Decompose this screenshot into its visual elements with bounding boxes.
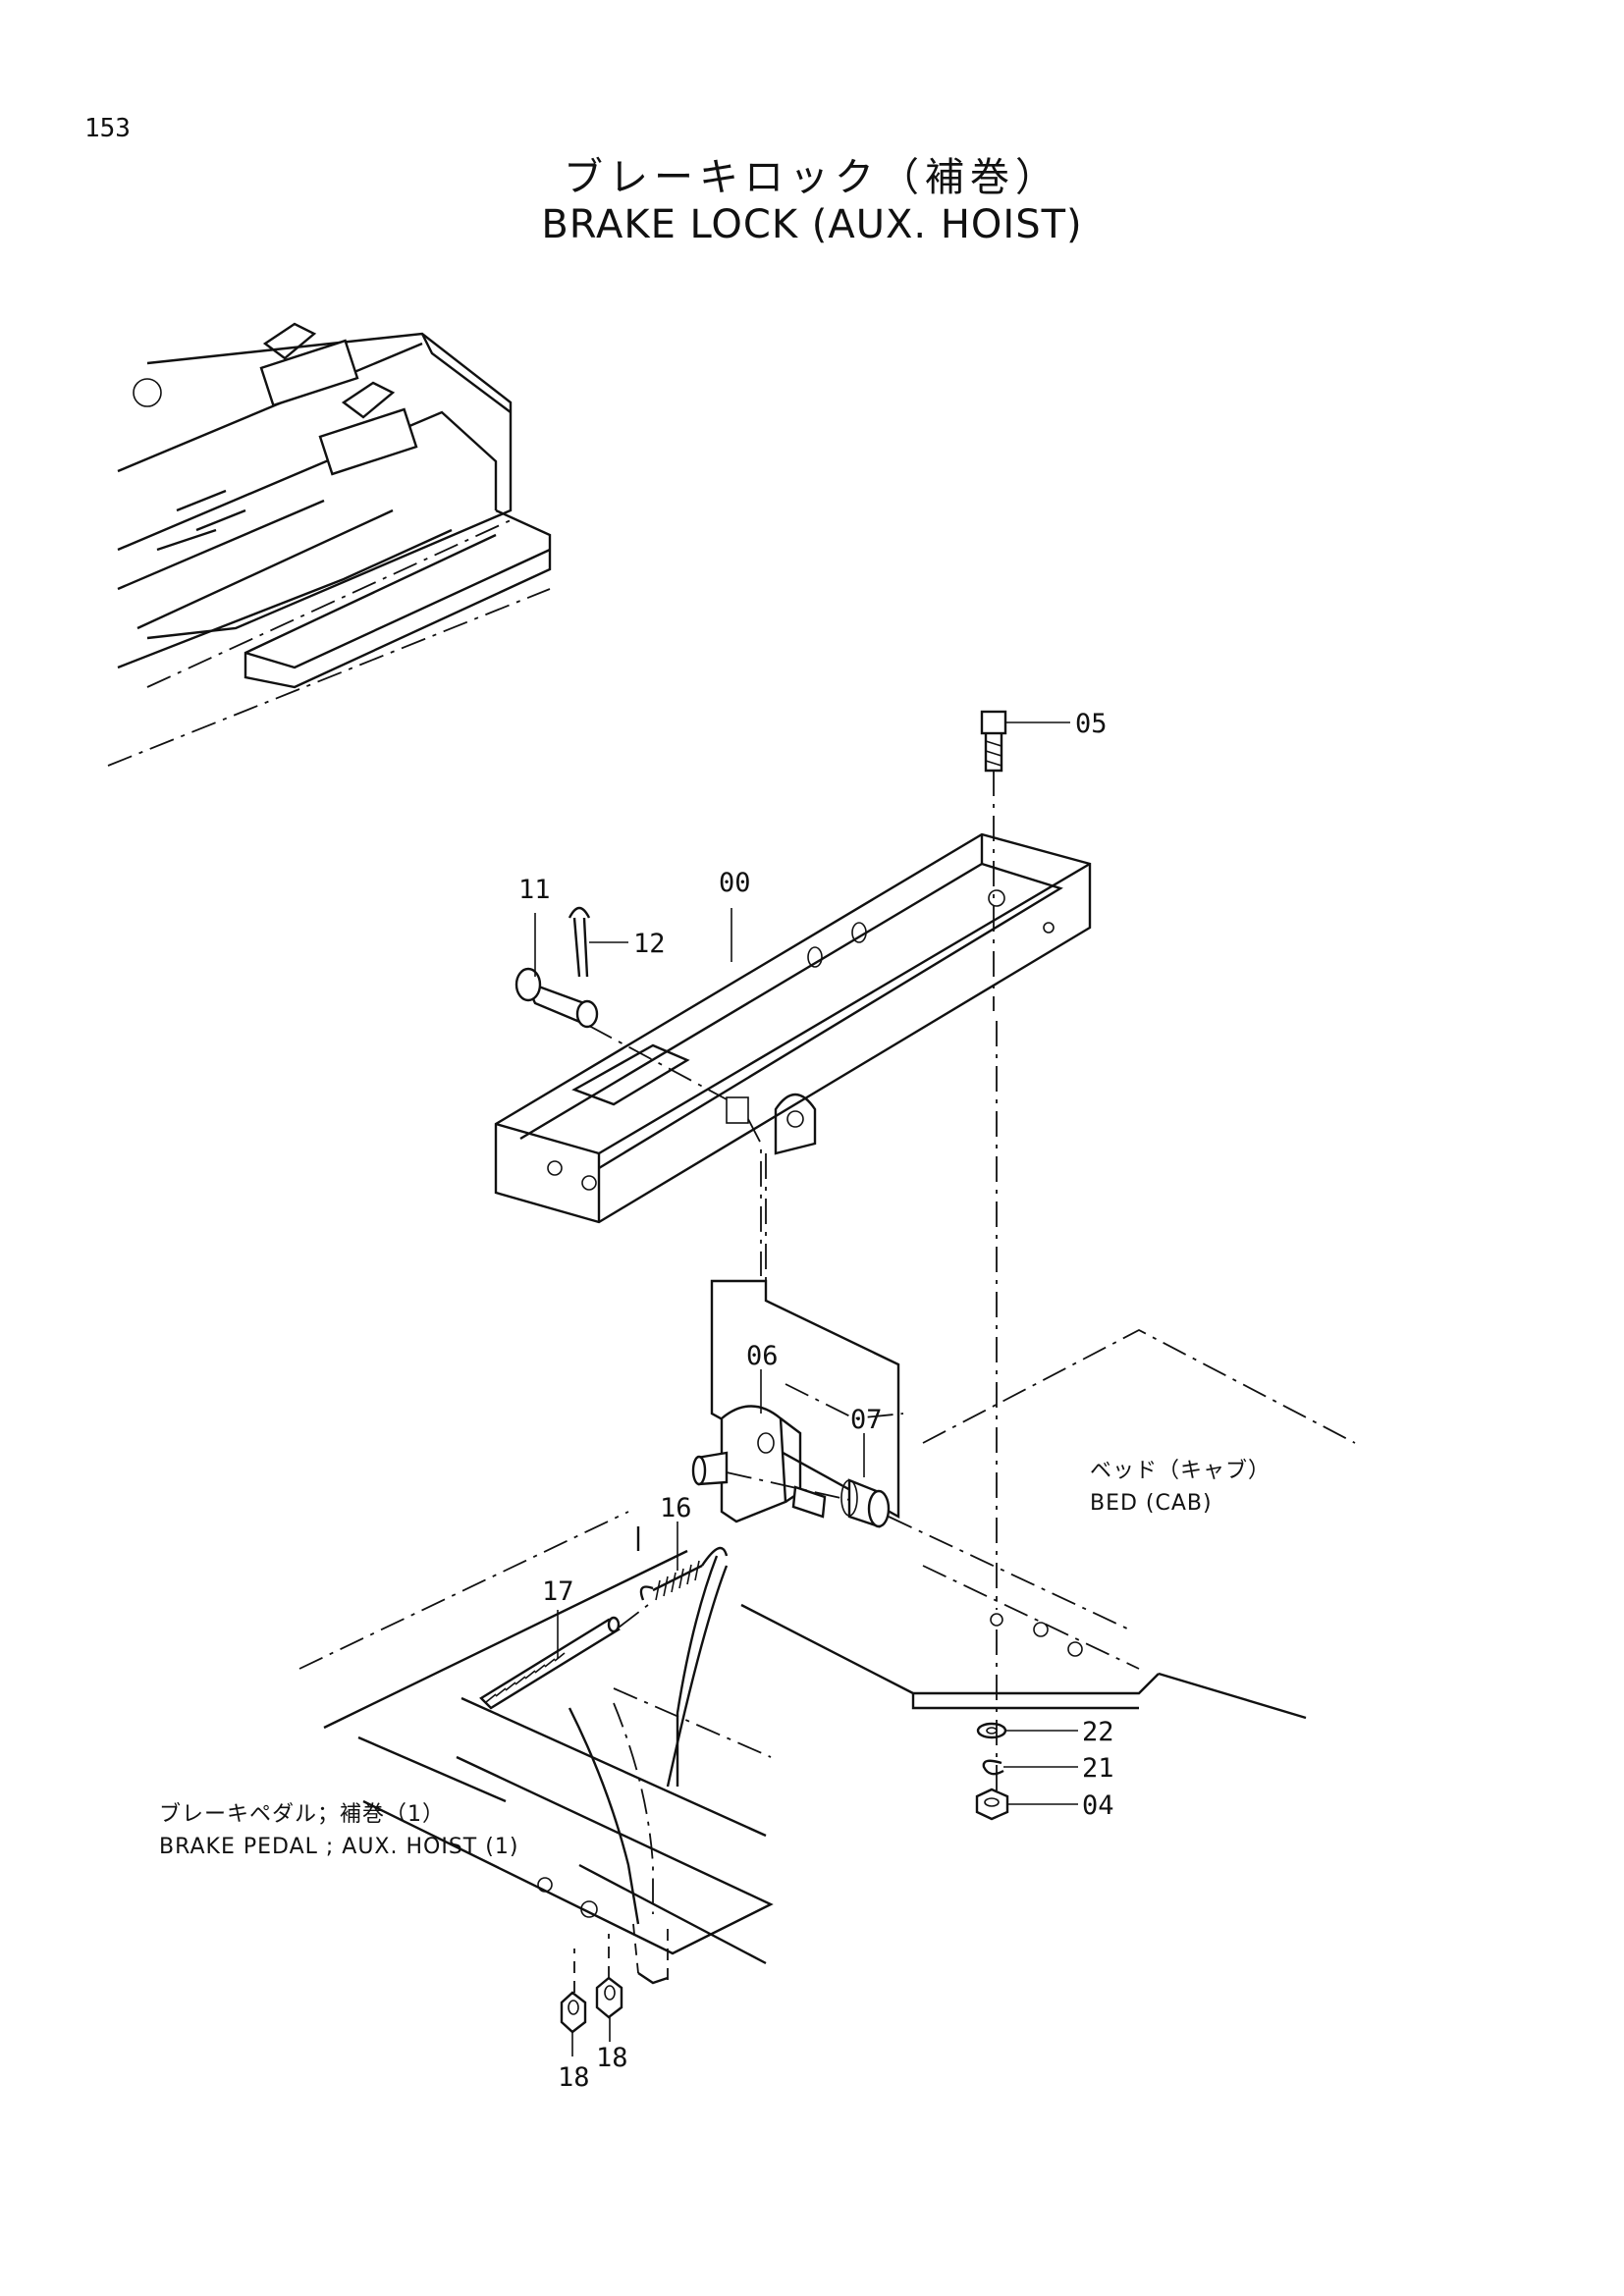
callout-00: 00 — [719, 868, 751, 898]
title-english: BRAKE LOCK (AUX. HOIST) — [541, 202, 1083, 247]
cab-floor — [298, 1328, 1356, 1965]
nut-18-right — [595, 1976, 623, 2019]
assembly-lines — [571, 771, 1003, 2056]
nut-04 — [975, 1788, 1009, 1821]
callout-18-left: 18 — [558, 2062, 590, 2093]
note-bed-english: BED (CAB) — [1090, 1491, 1213, 1516]
title-japanese: ブレーキロック（補巻） — [564, 155, 1060, 200]
tension-spring — [639, 1546, 729, 1601]
callout-11: 11 — [518, 875, 551, 905]
callout-17: 17 — [542, 1576, 574, 1607]
leader-lines — [534, 721, 1078, 1805]
pivot-bracket — [691, 1405, 827, 1523]
note-bed-japanese: ベッド（キャブ） — [1090, 1459, 1271, 1483]
spring-washer-21 — [982, 1759, 1004, 1776]
callout-05: 05 — [1075, 709, 1108, 739]
bushing — [840, 1478, 891, 1528]
callout-12: 12 — [633, 929, 666, 959]
callout-07: 07 — [850, 1405, 883, 1435]
callout-04: 04 — [1082, 1790, 1114, 1821]
callout-21: 21 — [1082, 1753, 1114, 1784]
threaded-rod — [479, 1616, 621, 1710]
brake-pedal-arm — [537, 1702, 669, 1985]
callout-18-right: 18 — [596, 2043, 628, 2073]
washer-22 — [976, 1722, 1007, 1739]
clevis-pin — [514, 967, 599, 1029]
nut-18-left — [560, 1991, 587, 2034]
cotter-pin — [568, 906, 591, 978]
callout-22: 22 — [1082, 1717, 1114, 1747]
page-number: 153 — [84, 114, 131, 143]
callout-06: 06 — [746, 1341, 779, 1371]
callout-16: 16 — [660, 1493, 692, 1523]
note-pedal-japanese: ブレーキペダル；補巻（1） — [159, 1802, 445, 1827]
brake-lock-channel — [494, 832, 1092, 1224]
overview-inset — [107, 322, 552, 767]
note-pedal-english: BRAKE PEDAL ; AUX. HOIST (1) — [159, 1835, 518, 1859]
bolt — [980, 710, 1007, 773]
